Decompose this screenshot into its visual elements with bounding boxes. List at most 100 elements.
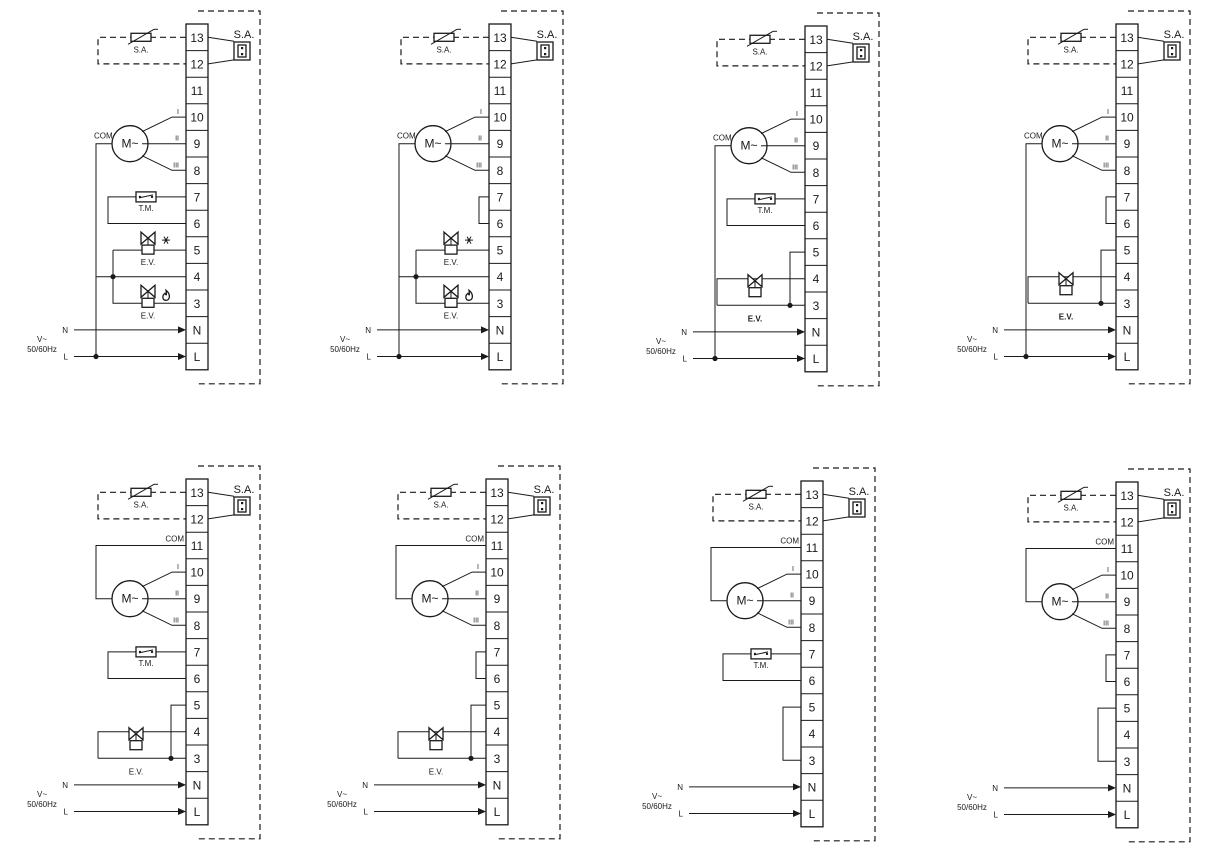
- thermostat: T.M.: [107, 646, 186, 679]
- junction-dot: [787, 302, 793, 308]
- snowflake-icon: [465, 236, 473, 244]
- terminal-N: N: [1123, 323, 1132, 337]
- line-label: L: [64, 808, 69, 817]
- frequency-label: 50/60Hz: [27, 800, 57, 809]
- terminal-9: 9: [809, 594, 816, 608]
- terminal-13: 13: [493, 31, 507, 45]
- speed-2-label: II: [790, 593, 794, 600]
- sensor-connector-label: S.A.: [853, 31, 874, 43]
- com-label: COM: [465, 535, 484, 544]
- frequency-label: 50/60Hz: [957, 803, 987, 812]
- terminal-7: 7: [809, 647, 816, 661]
- terminal-8: 8: [494, 619, 501, 633]
- speed-2-label: II: [175, 591, 179, 598]
- power-supply: NLV~50/60Hz: [27, 781, 186, 817]
- terminal-3: 3: [809, 754, 816, 768]
- terminal-L: L: [194, 805, 201, 819]
- frequency-label: 50/60Hz: [957, 345, 987, 354]
- terminal-9: 9: [1124, 137, 1131, 151]
- terminal-L: L: [497, 350, 504, 364]
- air-sensor: S.A.: [716, 30, 805, 67]
- terminal-L: L: [1124, 808, 1131, 822]
- terminal-13: 13: [809, 33, 823, 47]
- terminal-N: N: [493, 778, 502, 792]
- speed-1-label: I: [177, 109, 179, 116]
- terminal-5: 5: [494, 699, 501, 713]
- frequency-label: 50/60Hz: [642, 802, 672, 811]
- terminal-7: 7: [194, 645, 201, 659]
- terminal-9: 9: [194, 592, 201, 606]
- sensor-connector-label: S.A.: [849, 486, 870, 498]
- wiring-diagram-3: 131211109876543NLS.A.S.A.M~IIIIIICOMT.M.…: [646, 12, 880, 387]
- flame-icon: [162, 288, 171, 301]
- flame-icon: [465, 288, 474, 301]
- sensor-connector: S.A.: [826, 31, 874, 67]
- speed-1-label: I: [1107, 567, 1109, 574]
- speed-2-label: II: [475, 591, 479, 598]
- voltage-label: V~: [656, 337, 666, 346]
- terminal-6: 6: [1124, 217, 1131, 231]
- terminal-11: 11: [810, 86, 823, 100]
- terminal-8: 8: [1124, 164, 1131, 178]
- terminal-13: 13: [805, 488, 819, 502]
- valve-cool: [443, 230, 459, 255]
- terminal-6: 6: [194, 672, 201, 686]
- valve-cool-label: E.V.: [444, 258, 458, 267]
- line-label: L: [367, 353, 372, 362]
- power-supply: NLV~50/60Hz: [27, 326, 186, 362]
- terminal-5: 5: [194, 244, 201, 258]
- terminal-13: 13: [1120, 489, 1134, 503]
- power-supply: NLV~50/60Hz: [957, 784, 1116, 820]
- air-sensor: S.A.: [400, 28, 489, 65]
- terminal-12: 12: [1120, 57, 1134, 71]
- sensor-connector: S.A.: [1137, 487, 1185, 523]
- speed-3-label: III: [1103, 620, 1109, 627]
- valve-label: E.V.: [429, 767, 443, 776]
- com-label: COM: [397, 132, 416, 141]
- air-sensor: S.A.: [97, 483, 186, 520]
- valve-heat: [443, 283, 459, 308]
- sensor-connector-label: S.A.: [537, 29, 558, 41]
- terminal-5: 5: [1124, 702, 1131, 716]
- air-sensor: S.A.: [397, 483, 486, 520]
- sensor-connector-label: S.A.: [1164, 487, 1185, 499]
- terminal-3: 3: [813, 299, 820, 313]
- voltage-label: V~: [37, 790, 47, 799]
- terminal-3: 3: [1124, 755, 1131, 769]
- terminal-N: N: [808, 780, 817, 794]
- air-sensor-label: S.A.: [1063, 45, 1078, 54]
- air-sensor-label: S.A.: [1063, 503, 1078, 512]
- air-sensor-label: S.A.: [133, 45, 148, 54]
- terminal-11: 11: [1121, 542, 1134, 556]
- sensor-connector-label: S.A.: [534, 484, 555, 496]
- wiring-diagram-4: 131211109876543NLS.A.S.A.M~IIIIIICOME.V.…: [957, 10, 1191, 385]
- line-label: L: [994, 353, 999, 362]
- junction-dot: [468, 755, 474, 761]
- speed-3-label: III: [173, 162, 179, 169]
- air-sensor-label: S.A.: [436, 45, 451, 54]
- com-label: COM: [1024, 132, 1043, 141]
- frequency-label: 50/60Hz: [27, 345, 57, 354]
- terminal-L: L: [1124, 350, 1131, 364]
- power-supply: NLV~50/60Hz: [330, 326, 489, 362]
- sensor-connector: S.A.: [207, 29, 254, 65]
- terminal-11: 11: [806, 541, 819, 555]
- terminal-12: 12: [809, 59, 823, 73]
- valve-heat-label: E.V.: [444, 311, 458, 320]
- wiring-diagram-6: 131211109876543NLS.A.S.A.M~IIIIIICOME.V.…: [327, 465, 561, 840]
- wiring-diagram-2: 131211109876543NLS.A.S.A.M~IIIIIICOME.V.…: [330, 10, 564, 385]
- air-sensor-label: S.A.: [433, 500, 448, 509]
- motor-label: M~: [121, 137, 138, 151]
- com-label: COM: [713, 134, 732, 143]
- com-label: COM: [1095, 538, 1114, 547]
- motor-label: M~: [421, 592, 438, 606]
- speed-2-label: II: [1105, 594, 1109, 601]
